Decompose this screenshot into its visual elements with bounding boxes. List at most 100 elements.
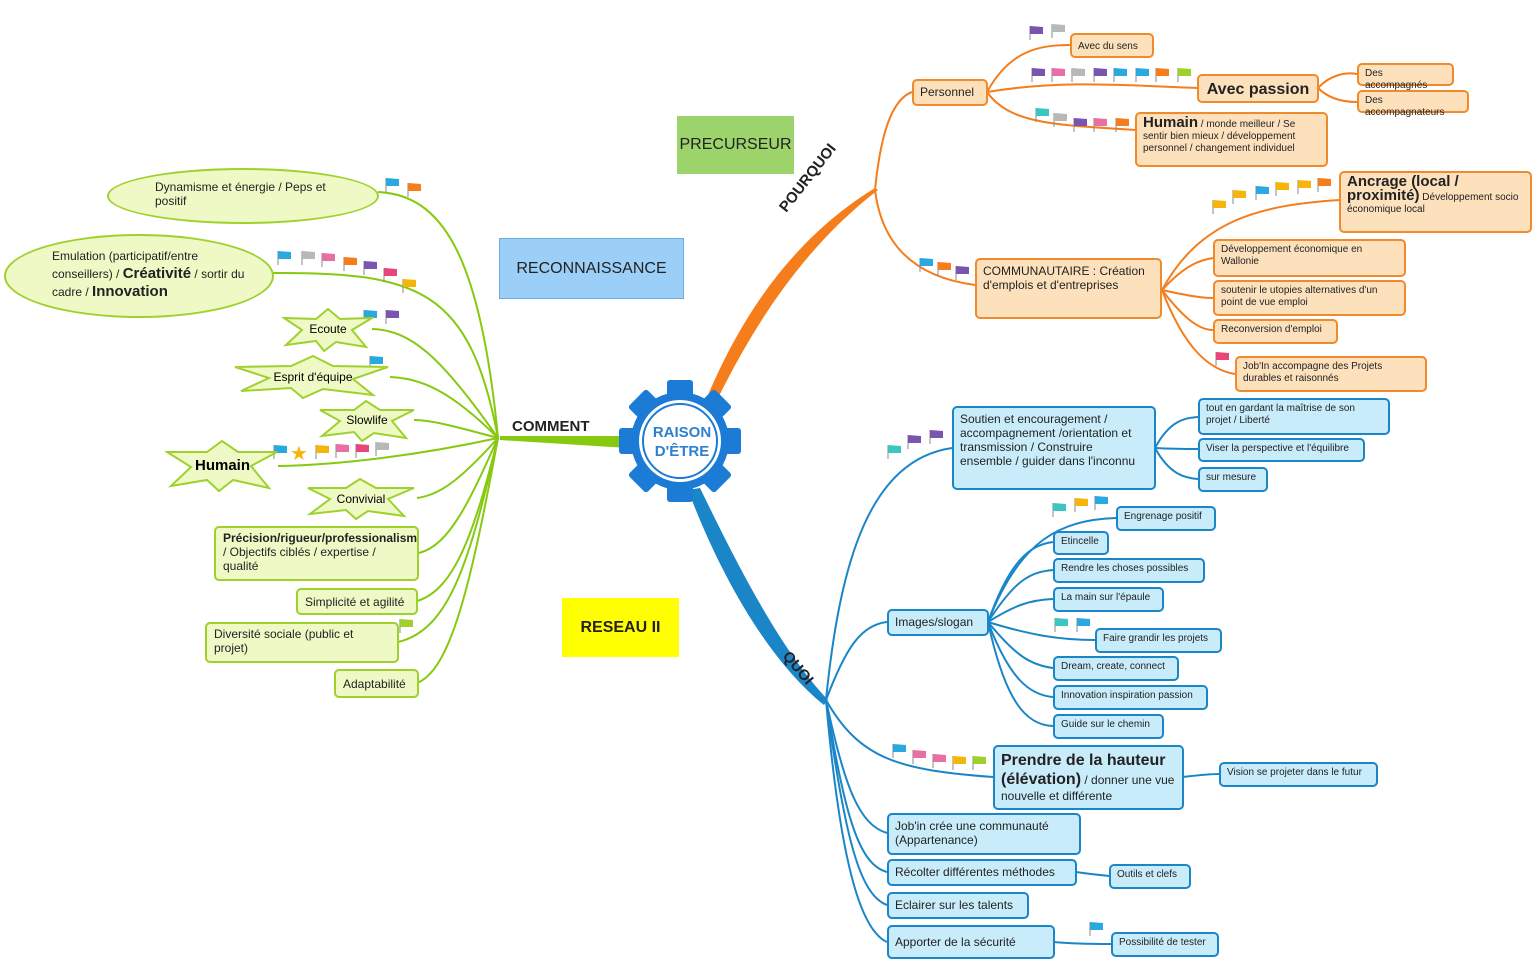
node-slogan-engrenage[interactable]: Engrenage positif [1116,506,1216,531]
flag-icon [938,262,951,270]
flag-icon [302,251,315,259]
flag-icon [1032,68,1045,76]
reseau-box[interactable]: RESEAU II [562,598,679,657]
humain-comment-label: Humain [194,457,250,474]
node-adaptabilite[interactable]: Adaptabilité [334,669,419,698]
node-convivial[interactable]: Convivial [306,477,416,521]
flag-icon [1318,178,1331,186]
node-slogan-faire-grandir[interactable]: Faire grandir les projets [1095,628,1222,653]
flag-icon [408,183,421,191]
node-simplicite[interactable]: Simplicité et agilité [296,588,418,615]
node-humain-pourquoi[interactable]: Humain / monde meilleur / Se sentir bien… [1135,112,1328,167]
precision-detail: / Objectifs ciblés / expertise / qualité [223,545,376,573]
flag-icon [384,268,397,276]
node-communaute[interactable]: Job'in crée une communauté (Appartenance… [887,813,1081,855]
central-topic-line1: RAISON [652,424,712,441]
node-recolter[interactable]: Récolter différentes méthodes [887,859,1077,886]
flag-markers [273,24,1331,936]
node-slogan-guide[interactable]: Guide sur le chemin [1053,714,1164,739]
node-precision[interactable]: Précision/rigueur/professionalisme / Obj… [214,526,419,581]
flag-icon [1233,190,1246,198]
node-ancrage[interactable]: Ancrage (local / proximité) Développemen… [1339,171,1532,233]
flag-icon [386,178,399,186]
flag-icon [953,756,966,764]
node-slogan-rendre-possibles[interactable]: Rendre les choses possibles [1053,558,1205,583]
quoi-main-branch [688,488,828,705]
precision-title: Précision/rigueur/professionalisme [223,531,419,545]
node-soutien[interactable]: Soutien et encouragement / accompagnemen… [952,406,1156,490]
flag-icon [316,445,329,453]
flag-icon [888,445,901,453]
flag-icon [400,619,413,627]
flag-icon [1213,200,1226,208]
flag-icon [274,445,287,453]
star-shape [280,307,376,353]
flag-icon [1114,68,1127,76]
node-humain-comment[interactable]: Humain [163,439,280,493]
central-topic[interactable]: RAISON D'ÊTRE [640,423,724,461]
node-slowlife[interactable]: Slowlife [318,399,416,443]
flag-icon [1256,186,1269,194]
flag-icon [344,257,357,265]
node-emulation[interactable]: Emulation (participatif/entre conseiller… [4,234,274,318]
node-slogan-main-epaule[interactable]: La main sur l'épaule [1053,587,1164,612]
node-slogan-innovation[interactable]: Innovation inspiration passion [1053,685,1208,710]
node-outils[interactable]: Outils et clefs [1109,864,1191,889]
node-tester[interactable]: Possibilité de tester [1111,932,1219,957]
flag-icon [1276,182,1289,190]
node-vision[interactable]: Vision se projeter dans le futur [1219,762,1378,787]
node-avec-passion[interactable]: Avec passion [1197,74,1319,103]
node-ecoute[interactable]: Ecoute [280,307,376,353]
reconnaissance-box[interactable]: RECONNAISSANCE [499,238,684,299]
branch-label-comment[interactable]: COMMENT [512,418,590,435]
flag-icon [893,744,906,752]
flag-icon [920,258,933,266]
flag-icon [1095,496,1108,504]
flag-icon [364,261,377,269]
node-esprit-equipe[interactable]: Esprit d'équipe [233,354,393,400]
node-securite[interactable]: Apporter de la sécurité [887,925,1055,959]
central-topic-line2: D'ÊTRE [654,443,710,460]
flag-icon [973,756,986,764]
star-shape [318,399,415,443]
flag-icon [956,266,969,274]
node-dev-wallonie[interactable]: Développement économique en Wallonie [1213,239,1406,277]
node-utopies[interactable]: soutenir le utopies alternatives d'un po… [1213,280,1406,316]
dynamisme-text: Dynamisme et énergie / Peps et positif [155,180,326,208]
node-reconversion[interactable]: Reconversion d'emploi [1213,319,1338,344]
flag-icon [1136,68,1149,76]
node-slogan-dream[interactable]: Dream, create, connect [1053,656,1179,681]
node-personnel[interactable]: Personnel [912,79,988,106]
flag-icon [278,251,291,259]
node-avec-du-sens[interactable]: Avec du sens [1070,33,1154,58]
flag-icon [1074,118,1087,126]
node-des-accompagnes[interactable]: Des accompagnés [1357,63,1454,91]
precurseur-box[interactable]: PRECURSEUR [677,116,794,174]
node-talents[interactable]: Eclairer sur les talents [887,892,1029,919]
flag-icon [322,253,335,261]
flag-icon [1054,113,1067,121]
flag-icon [1094,68,1107,76]
node-hauteur[interactable]: Prendre de la hauteur (élévation) / donn… [993,745,1184,810]
hauteur-title: Prendre de la hauteur (élévation) [1001,752,1166,788]
node-communautaire[interactable]: COMMUNAUTAIRE : Création d'emplois et d'… [975,258,1162,319]
node-jobin-projets[interactable]: Job'In accompagne des Projets durables e… [1235,356,1427,392]
node-perspective[interactable]: Viser la perspective et l'équilibre [1198,438,1365,462]
node-slogan-etincelle[interactable]: Etincelle [1053,531,1109,555]
flag-icon [930,430,943,438]
node-diversite[interactable]: Diversité sociale (public et projet) [205,622,399,663]
flag-icon [1075,498,1088,506]
flag-icon [403,279,416,287]
node-images-slogan[interactable]: Images/slogan [887,609,989,636]
star-shape [163,439,278,493]
flag-icon [913,750,926,758]
flag-icon [1036,108,1049,116]
flag-icon [1156,68,1169,76]
flag-icon [1094,118,1107,126]
node-maitrise[interactable]: tout en gardant la maîtrise de son proje… [1198,398,1390,435]
node-sur-mesure[interactable]: sur mesure [1198,467,1268,492]
slowlife-label: Slowlife [346,413,388,427]
node-des-accompagnateurs[interactable]: Des accompagnateurs [1357,90,1469,118]
esprit-equipe-label: Esprit d'équipe [273,370,353,384]
node-dynamisme[interactable]: Dynamisme et énergie / Peps et positif [107,168,379,224]
